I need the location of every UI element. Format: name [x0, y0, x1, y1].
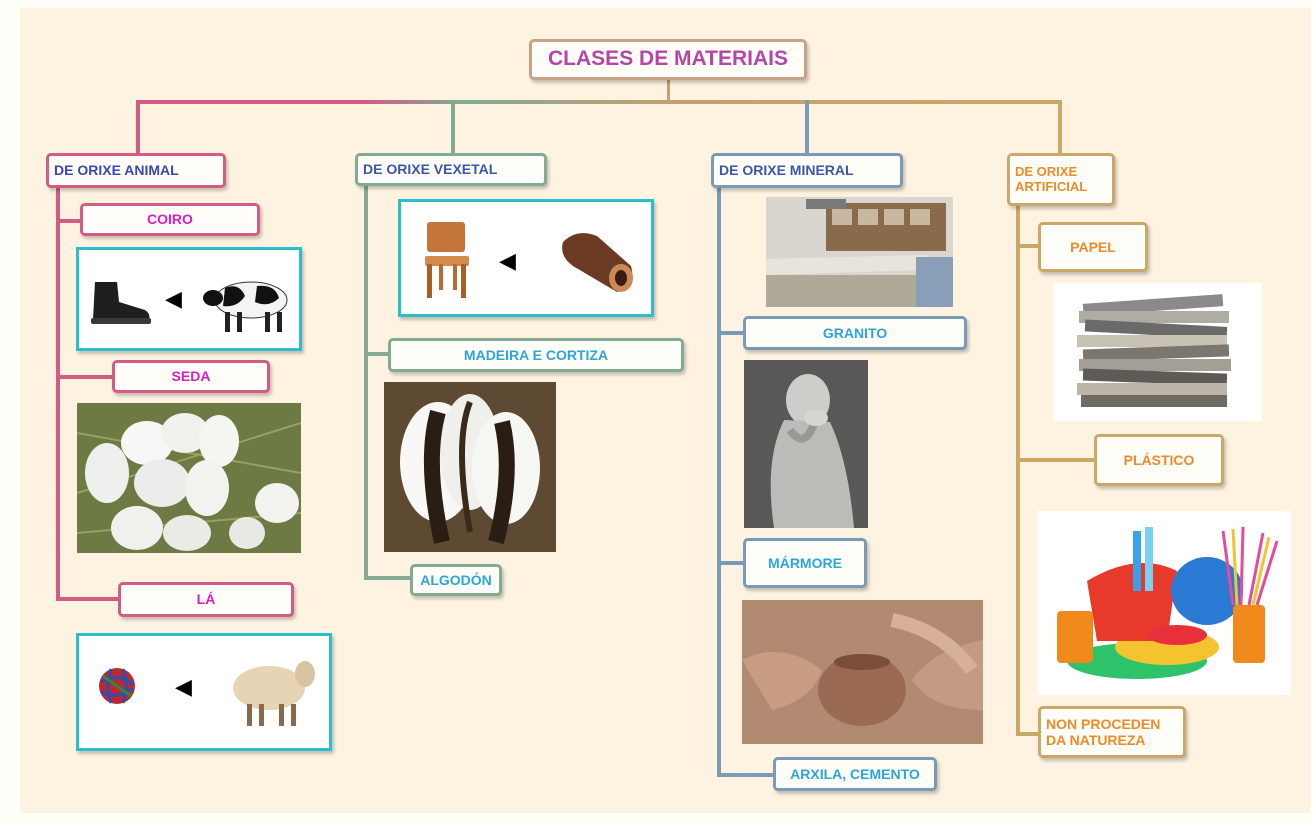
artificial-stub-non	[1016, 732, 1040, 736]
sheep-icon	[233, 661, 315, 726]
map-title: CLASES DE MATERIAIS	[529, 39, 807, 80]
drop-mineral	[805, 100, 809, 157]
cork-bark-icon	[562, 233, 633, 292]
artificial-stub-plastico	[1016, 458, 1096, 462]
vegetal-stub-algodon	[364, 576, 412, 580]
artificial-spine	[1016, 206, 1020, 736]
item-arxila-cemento: ARXILA, CEMENTO	[773, 757, 937, 791]
yarn-ball-icon	[99, 668, 135, 704]
granite-kitchen-image	[766, 197, 953, 307]
plastic-tableware-image	[1037, 511, 1291, 695]
item-algodon: ALGODÓN	[410, 564, 502, 596]
vegetal-spine	[364, 186, 368, 579]
category-vegetal: DE ORIXE VEXETAL	[355, 153, 547, 186]
animal-stub-la	[56, 597, 120, 601]
arrow-left-icon: ◀	[499, 248, 516, 273]
category-animal: DE ORIXE ANIMAL	[46, 153, 226, 188]
boot-icon	[91, 282, 151, 324]
clay-pottery-image	[742, 600, 983, 744]
marble-statue-image	[744, 360, 868, 528]
category-mineral: DE ORIXE MINERAL	[711, 153, 903, 188]
trunk-line	[667, 78, 670, 102]
item-seda: SEDA	[112, 360, 270, 393]
arrow-left-icon: ◀	[175, 674, 192, 699]
vegetal-stub-madeira	[364, 352, 390, 356]
item-plastico: PLÁSTICO	[1094, 434, 1224, 486]
mineral-stub-arxila	[717, 773, 775, 777]
frame-coiro: ◀	[76, 247, 302, 351]
item-papel: PAPEL	[1038, 222, 1148, 272]
artificial-stub-papel	[1016, 244, 1040, 248]
newspaper-stack-image	[1053, 283, 1262, 421]
silk-cocoons-image	[77, 403, 301, 553]
chair-icon	[425, 222, 469, 298]
cotton-boll-image	[384, 382, 556, 552]
paper-stack	[1077, 294, 1231, 407]
drop-artificial	[1058, 100, 1062, 157]
animal-stub-seda	[56, 375, 114, 379]
frame-la: ◀	[76, 633, 332, 751]
animal-stub-coiro	[56, 219, 82, 223]
arrow-left-icon: ◀	[165, 286, 182, 311]
mineral-stub-granito	[717, 331, 745, 335]
mineral-spine	[717, 186, 721, 777]
frame-madeira: ◀	[398, 199, 654, 317]
mineral-stub-marmore	[717, 561, 745, 565]
category-artificial: DE ORIXE ARTIFICIAL	[1007, 153, 1115, 206]
cow-icon	[203, 281, 288, 332]
item-la: LÁ	[118, 582, 294, 617]
animal-spine	[56, 186, 60, 600]
main-branch-line	[136, 100, 1062, 104]
item-non-proceden: NON PROCEDEN DA NATUREZA	[1038, 706, 1186, 758]
item-granito: GRANITO	[743, 316, 967, 350]
drop-vegetal	[451, 100, 455, 157]
item-madeira-cortiza: MADEIRA E CORTIZA	[388, 338, 684, 372]
item-marmore: MÁRMORE	[743, 538, 867, 588]
drop-animal	[136, 100, 140, 157]
item-coiro: COIRO	[80, 203, 260, 236]
